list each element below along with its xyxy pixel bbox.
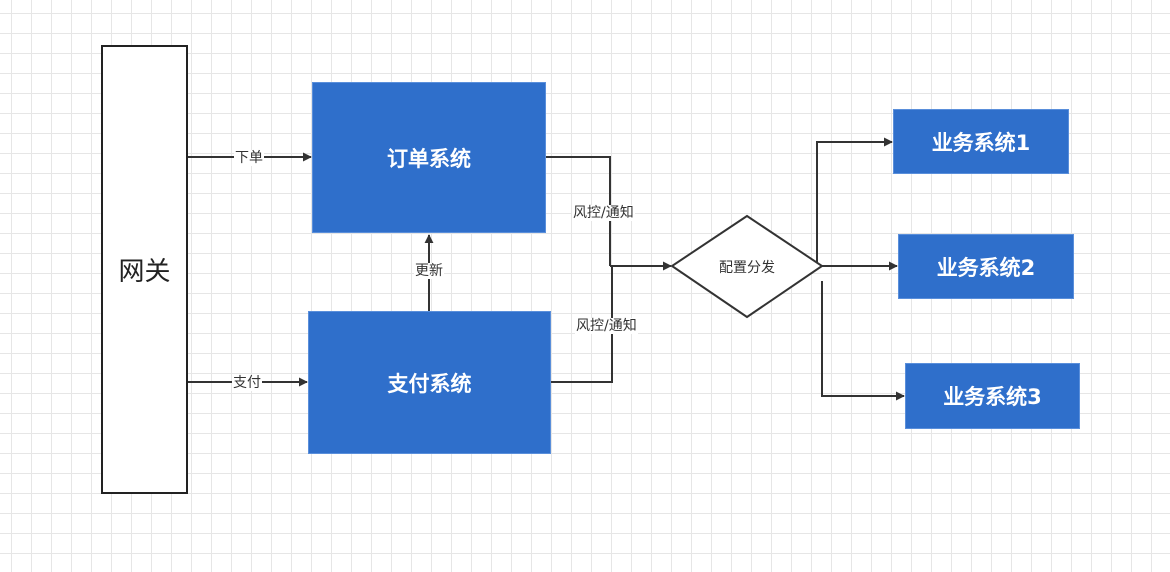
edge-label-place-order: 下单 [234, 150, 264, 166]
dispatch-label: 配置分发 [719, 259, 775, 276]
gateway-node[interactable]: 网关 [101, 45, 188, 494]
business-system-1-label: 业务系统1 [931, 130, 1031, 155]
payment-system-label: 支付系统 [387, 371, 472, 396]
business-system-2-label: 业务系统2 [936, 255, 1036, 280]
business-system-3-node[interactable]: 业务系统3 [905, 363, 1080, 429]
payment-system-node[interactable]: 支付系统 [308, 311, 551, 454]
business-system-1-node[interactable]: 业务系统1 [893, 109, 1069, 174]
edge-dispatch-biz3 [821, 281, 905, 401]
dispatch-node[interactable]: 配置分发 [672, 216, 822, 317]
edge-dispatch-biz1 [816, 137, 893, 262]
order-system-label: 订单系统 [387, 146, 471, 171]
business-system-3-label: 业务系统3 [943, 385, 1042, 409]
gateway-label: 网关 [118, 257, 171, 287]
business-system-2-node[interactable]: 业务系统2 [898, 234, 1074, 299]
edge-order-risk [546, 156, 611, 266]
edge-label-pay: 支付 [232, 375, 262, 391]
edge-label-update: 更新 [414, 263, 444, 279]
edge-payment-risk [551, 266, 613, 383]
dispatch-diamond [670, 214, 824, 319]
edge-label-risk-notify-top: 风控/通知 [572, 205, 635, 221]
edge-label-risk-notify-bottom: 风控/通知 [575, 318, 638, 334]
order-system-node[interactable]: 订单系统 [312, 82, 546, 233]
